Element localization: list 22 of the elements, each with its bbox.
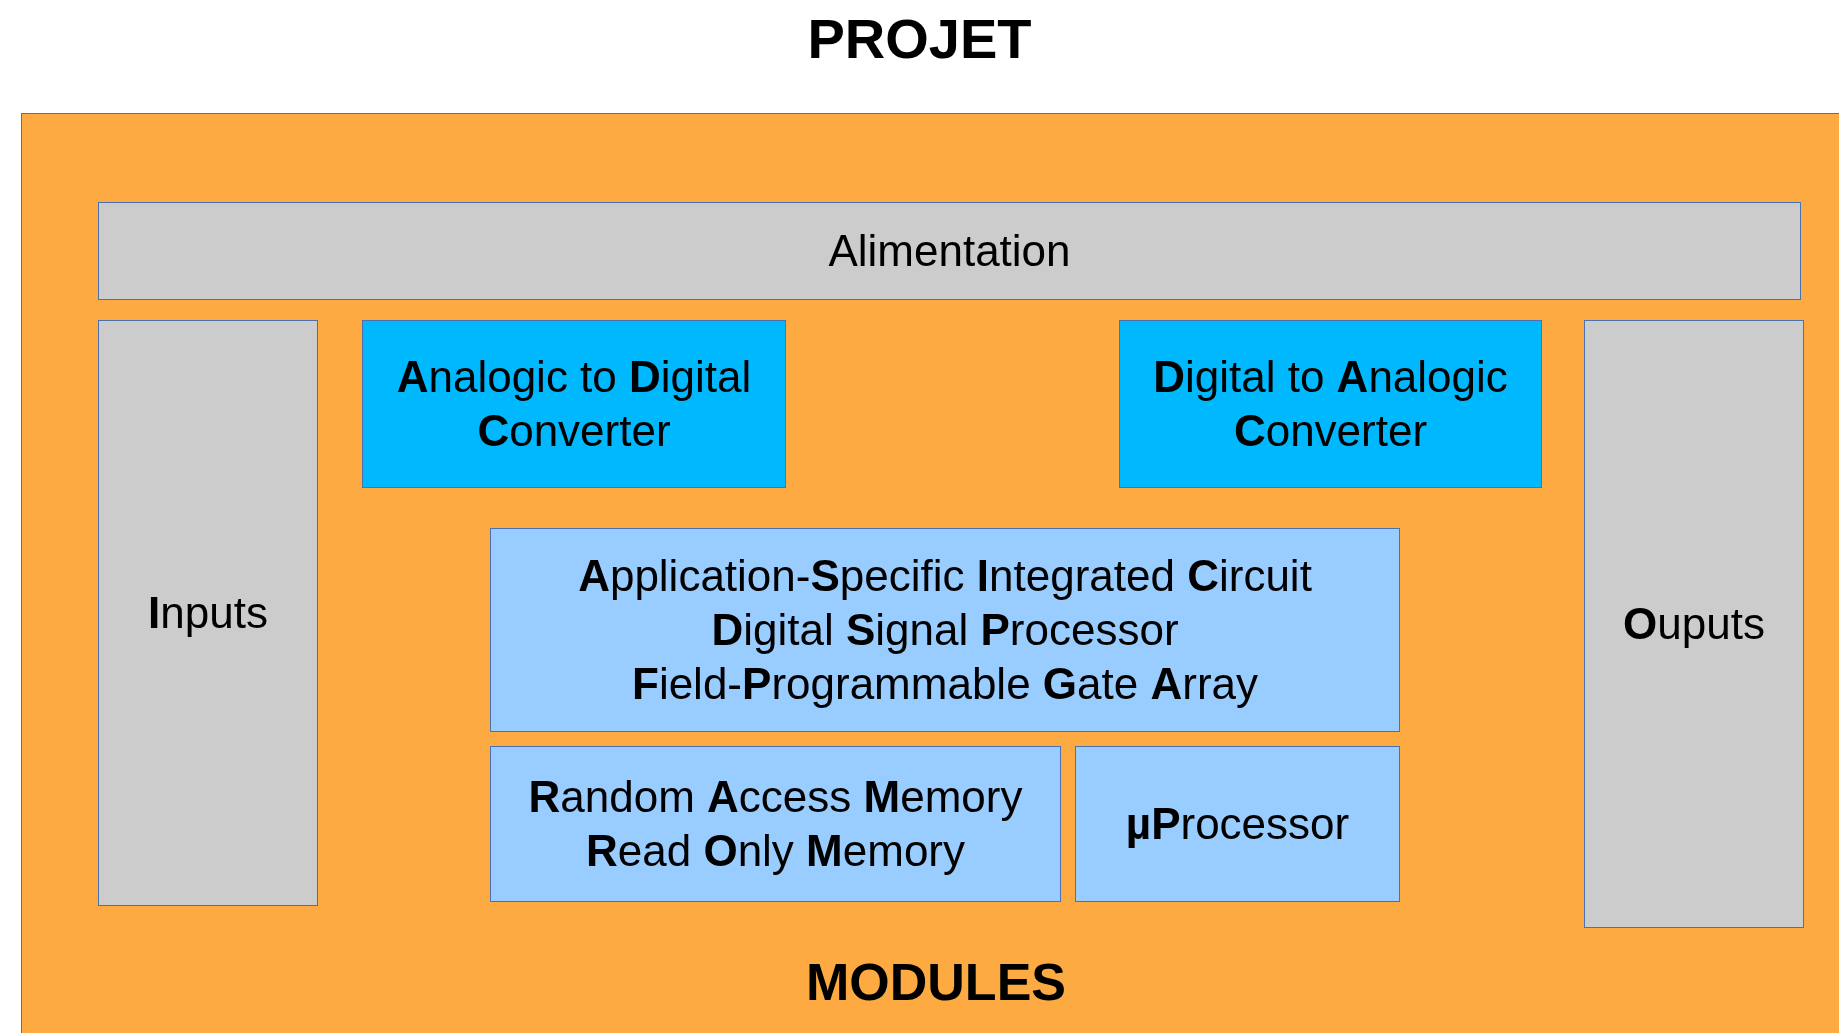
- module-box: [490, 746, 1061, 902]
- module-box: [1119, 320, 1542, 488]
- module-label: Inputs: [148, 587, 268, 639]
- diagram-title: PROJET: [806, 6, 1033, 71]
- group-panel: [21, 113, 1839, 1033]
- module-label: Ouputs: [1623, 598, 1765, 650]
- group-heading: MODULES: [805, 952, 1067, 1012]
- module-box: [490, 528, 1400, 732]
- module-box: [98, 202, 1801, 300]
- module-box: [1075, 746, 1400, 902]
- module-label: Alimentation: [828, 225, 1071, 277]
- module-box: [1584, 320, 1804, 928]
- module-box: [362, 320, 786, 488]
- module-label: Random Access Memory: [528, 771, 1023, 823]
- module-label: Field-Programmable Gate Array: [632, 658, 1258, 710]
- module-box: [98, 320, 318, 906]
- module-label: Read Only Memory: [585, 825, 965, 877]
- module-label: µProcessor: [1125, 798, 1350, 850]
- module-label: Analogic to Digital Converter: [395, 351, 753, 457]
- module-label: Application-Specific Integrated Circuit: [578, 550, 1312, 602]
- module-label: Digital to Analogic Converter: [1152, 351, 1509, 457]
- module-label: Digital Signal Processor: [711, 604, 1179, 656]
